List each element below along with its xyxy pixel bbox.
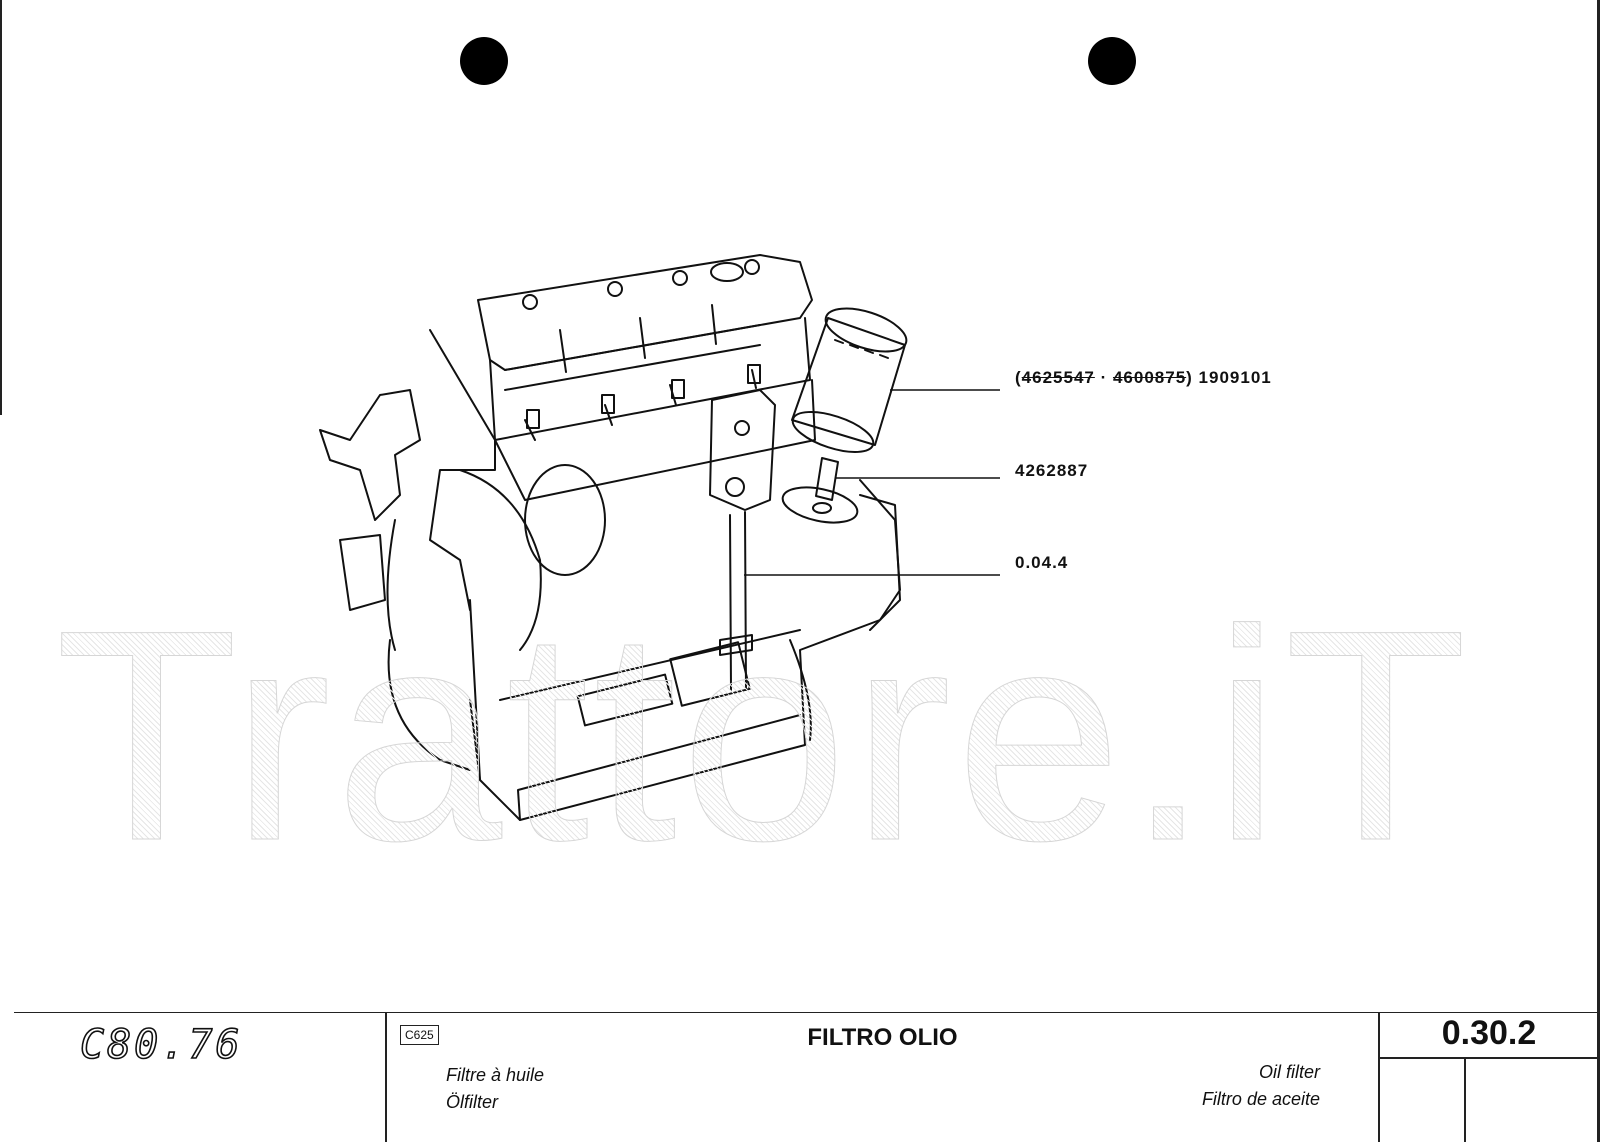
page-number: 0.30.2 — [1441, 1014, 1537, 1052]
model-logo: C80.76 — [79, 1021, 243, 1069]
punch-hole-left — [460, 37, 508, 85]
fan — [319, 389, 421, 521]
section-code: C625 — [400, 1025, 439, 1045]
rocker-cover — [477, 254, 813, 371]
engine-oil-filter-drawing — [319, 254, 1000, 821]
title-block-divider-1 — [385, 1012, 387, 1142]
filter-part-callout: (4625547 · 4600875) 1909101 — [1015, 368, 1272, 388]
oil-filter — [791, 307, 908, 454]
dipstick-tube — [729, 511, 747, 691]
dipstick-housing — [709, 389, 776, 511]
superseded-part-1: 4625547 — [1021, 368, 1095, 387]
page-title: FILTRO OLIO — [807, 1024, 958, 1051]
right-margin-mark — [1597, 0, 1600, 1142]
title-block — [14, 1012, 1597, 1143]
part-separator: · — [1094, 368, 1113, 387]
punch-hole-right — [1088, 37, 1136, 85]
left-margin-mark — [0, 0, 2, 415]
threaded-nipple — [815, 457, 839, 501]
current-part-number: 1909101 — [1192, 368, 1272, 387]
title-block-divider-2 — [1378, 1012, 1380, 1142]
page-number-rule — [1379, 1057, 1597, 1059]
title-french: Filtre à huile — [446, 1065, 545, 1085]
title-german: Ölfilter — [446, 1092, 499, 1112]
title-english: Oil filter — [1258, 1062, 1320, 1082]
watermark: Trattore.iT — [55, 585, 1515, 886]
page-number-divider — [1464, 1057, 1466, 1142]
dipstick-ref-callout: 0.04.4 — [1015, 553, 1069, 572]
paren-open: ( — [1015, 368, 1022, 387]
superseded-part-2: 4600875 — [1112, 368, 1187, 387]
paren-close: ) — [1186, 368, 1193, 387]
nipple-part-callout: 4262887 — [1015, 461, 1089, 480]
title-spanish: Filtro de aceite — [1201, 1089, 1320, 1109]
